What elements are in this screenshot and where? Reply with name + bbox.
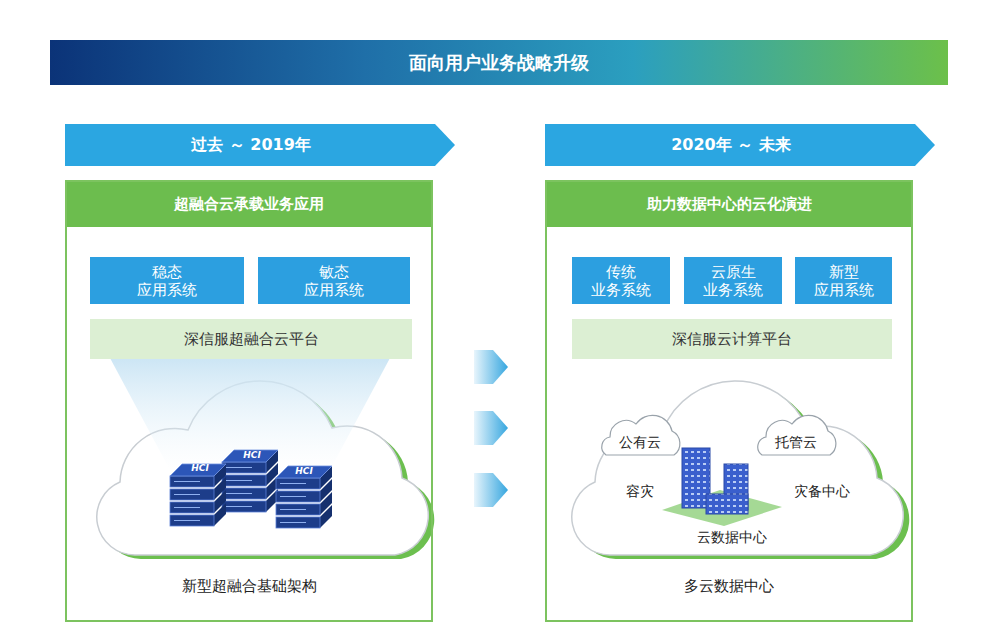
server-slot <box>226 467 252 468</box>
node-text: 深信服云计算平台 <box>672 330 792 349</box>
node-text: 过去 ～ 2019年 <box>191 135 311 156</box>
figure-part <box>602 415 836 526</box>
server-slot <box>226 493 252 494</box>
server-slot <box>174 494 200 495</box>
cloud-label: 容灾 <box>626 483 654 501</box>
server-slot <box>280 509 306 510</box>
server-unit <box>222 462 266 473</box>
system-box: 新型 应用系统 <box>795 257 892 304</box>
server-label: HCI <box>295 466 313 476</box>
node-text: 云原生 业务系统 <box>703 263 763 299</box>
server-label: HCI <box>243 450 261 460</box>
panel-heading: 助力数据中心的云化演进 <box>547 182 911 227</box>
building <box>706 494 748 514</box>
period-arrow: 过去 ～ 2019年 <box>65 124 455 166</box>
server-unit <box>222 475 266 486</box>
panel-caption: 新型超融合基础架构 <box>67 577 431 596</box>
node-text: 传统 业务系统 <box>591 263 651 299</box>
cloud-label: 公有云 <box>619 434 661 452</box>
cloud-figure <box>572 381 909 559</box>
cloud-label: 托管云 <box>775 434 817 452</box>
server-slot <box>174 520 200 521</box>
transition-arrows <box>474 350 508 507</box>
period-arrow: 2020年 ～ 未来 <box>545 124 935 166</box>
transition-arrow <box>474 411 508 445</box>
server-unit <box>170 515 214 526</box>
system-box: 稳态 应用系统 <box>90 257 244 304</box>
server-unit <box>170 476 214 487</box>
server-slot <box>226 506 252 507</box>
server-stack <box>170 464 226 526</box>
server-slot <box>174 481 200 482</box>
platform-band: 深信服云计算平台 <box>572 319 892 359</box>
server-top <box>222 450 278 462</box>
server-stack <box>222 450 278 512</box>
system-box: 云原生 业务系统 <box>684 257 782 304</box>
platform-band: 深信服超融合云平台 <box>90 319 412 359</box>
stage-panel: 超融合云承载业务应用新型超融合基础架构 稳态 应用系统 敏态 应用系统深信服超融合云… <box>65 180 433 622</box>
node-text: 敏态 应用系统 <box>304 263 364 299</box>
server-slot <box>280 483 306 484</box>
cloud-figure <box>97 358 434 559</box>
cloud-outline <box>572 381 903 555</box>
panel-caption: 多云数据中心 <box>547 577 911 596</box>
server-unit <box>170 489 214 500</box>
stage-panel: 助力数据中心的云化演进多云数据中心 传统 业务系统 云原生 业务系统 新型 应用系统深… <box>545 180 913 622</box>
server-top <box>170 464 226 476</box>
node-text: 深信服超融合云平台 <box>184 330 319 349</box>
title-text: 面向用户业务战略升级 <box>409 51 589 75</box>
server-unit <box>276 478 320 489</box>
server-stack <box>276 466 332 528</box>
system-box: 敏态 应用系统 <box>258 257 410 304</box>
server-label: HCI <box>191 463 209 473</box>
node-text: 稳态 应用系统 <box>137 263 197 299</box>
system-box: 传统 业务系统 <box>572 257 670 304</box>
node-text: 2020年 ～ 未来 <box>671 135 791 156</box>
light-beam <box>110 358 390 470</box>
server-unit <box>276 504 320 515</box>
transition-arrow <box>474 473 508 507</box>
server-slot <box>280 496 306 497</box>
node-text: 新型 应用系统 <box>814 263 874 299</box>
server-slot <box>226 480 252 481</box>
figure-part <box>97 358 434 559</box>
server-top <box>276 466 332 478</box>
server-unit <box>276 517 320 528</box>
panel-heading: 超融合云承载业务应用 <box>67 182 431 227</box>
title-band: 面向用户业务战略升级 <box>50 40 948 85</box>
small-cloud <box>602 415 680 455</box>
server-unit <box>170 502 214 513</box>
server-slot <box>280 522 306 523</box>
small-cloud <box>758 415 836 455</box>
server-unit <box>222 488 266 499</box>
figure-part <box>572 381 909 559</box>
cloud-label: 灾备中心 <box>794 483 850 501</box>
server-slot <box>174 507 200 508</box>
server-unit <box>276 491 320 502</box>
server-unit <box>222 501 266 512</box>
transition-arrow <box>474 350 508 384</box>
cloud-label: 云数据中心 <box>697 529 767 547</box>
ground <box>662 490 782 526</box>
